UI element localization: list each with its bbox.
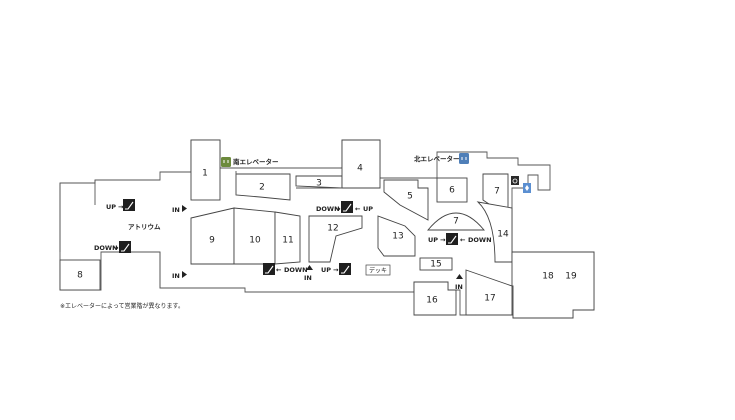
escalator-bottom-up[interactable]: UP → bbox=[321, 263, 351, 275]
shop-unit-8[interactable] bbox=[59, 259, 101, 291]
unit-number-1: 1 bbox=[202, 169, 208, 179]
escalator-icon bbox=[263, 263, 275, 275]
deck-label: デッキ bbox=[369, 267, 387, 275]
escalator-icon-glyph bbox=[341, 265, 350, 274]
unit-number-4: 4 bbox=[357, 164, 363, 174]
shop-unit-18-19[interactable] bbox=[511, 251, 595, 319]
arrow-right: → bbox=[335, 205, 341, 213]
wheelchair-icon[interactable] bbox=[511, 176, 519, 185]
unit-number-19: 19 bbox=[565, 272, 577, 282]
unit-number-6: 6 bbox=[449, 186, 455, 196]
escalator-atrium-down[interactable]: DOWN → bbox=[94, 241, 131, 253]
shop-unit-12[interactable] bbox=[308, 215, 363, 263]
entrance-west-upper[interactable]: IN bbox=[172, 205, 187, 214]
escalator-icon-glyph bbox=[121, 243, 130, 252]
escalator-down-text: DOWN bbox=[316, 205, 340, 213]
footnote: ※エレベーターによって営業階が異なります。 bbox=[60, 303, 184, 310]
escalator-icon bbox=[341, 201, 353, 213]
entrance-label: IN bbox=[172, 272, 180, 280]
unit-number-7-center: 7 bbox=[453, 217, 459, 227]
north-elevator[interactable]: 北エレベーター bbox=[414, 153, 469, 164]
entrance-arrow-icon bbox=[306, 265, 313, 270]
escalator-down-text: DOWN bbox=[468, 236, 492, 244]
escalator-icon bbox=[123, 199, 135, 211]
elevator-icon-glyph bbox=[223, 160, 229, 163]
corridor-line bbox=[159, 252, 245, 289]
elevator-icon bbox=[459, 153, 469, 164]
shop-unit-17[interactable] bbox=[465, 269, 513, 316]
escalator-atrium-up[interactable]: UP → bbox=[106, 199, 135, 211]
unit-number-11: 11 bbox=[282, 236, 293, 246]
arrow-right: → bbox=[118, 203, 124, 211]
south-elevator-label: 南エレベーター bbox=[233, 157, 279, 166]
unit-number-14: 14 bbox=[497, 230, 509, 240]
unit-number-2: 2 bbox=[259, 183, 265, 193]
shop-unit-7-center[interactable] bbox=[427, 212, 485, 231]
entrance-arrow-icon bbox=[456, 274, 463, 279]
escalator-up-text: UP bbox=[428, 236, 438, 244]
unit-number-3: 3 bbox=[316, 179, 322, 189]
unit-number-7-north: 7 bbox=[494, 187, 500, 197]
shop-unit-15[interactable] bbox=[419, 257, 453, 271]
entrance-arrow-icon bbox=[182, 271, 187, 278]
shop-unit-5[interactable] bbox=[383, 179, 429, 221]
entrance-label: IN bbox=[455, 283, 463, 291]
escalator-up-text: UP bbox=[321, 266, 331, 274]
unit-number-12: 12 bbox=[327, 224, 338, 234]
elevator-icon bbox=[221, 157, 231, 167]
unit-number-10: 10 bbox=[249, 236, 261, 246]
escalator-center-down-up[interactable]: DOWN → ← UP bbox=[316, 201, 373, 213]
unit-number-18: 18 bbox=[542, 272, 554, 282]
atrium-label: アトリウム bbox=[128, 223, 161, 231]
escalator-icon-glyph bbox=[448, 235, 457, 244]
unit-number-16: 16 bbox=[426, 296, 438, 306]
unit-number-9: 9 bbox=[209, 236, 215, 246]
entrance-label: IN bbox=[172, 206, 180, 214]
arrow-left: ← bbox=[276, 266, 282, 274]
shop-unit-16[interactable] bbox=[413, 281, 457, 316]
deck-box bbox=[365, 264, 391, 276]
shop-unit-13[interactable] bbox=[377, 215, 416, 257]
escalator-down-text: DOWN bbox=[94, 244, 118, 252]
wheelchair-icon-glyph bbox=[512, 178, 518, 184]
escalator-icon-glyph bbox=[343, 203, 352, 212]
shop-unit-11[interactable] bbox=[274, 211, 301, 265]
arrow-left: ← bbox=[355, 205, 361, 213]
escalator-up-text: UP bbox=[363, 205, 373, 213]
south-elevator[interactable]: 南エレベーター bbox=[221, 157, 279, 167]
entrance-label: IN bbox=[304, 274, 312, 282]
arrow-right: → bbox=[113, 244, 119, 252]
escalator-icon-glyph bbox=[125, 201, 134, 210]
unit-number-5: 5 bbox=[407, 192, 413, 202]
unit-number-13: 13 bbox=[392, 232, 403, 242]
shop-unit-14[interactable] bbox=[476, 201, 513, 263]
shop-unit-4[interactable] bbox=[341, 139, 381, 189]
escalator-icon bbox=[119, 241, 131, 253]
entrance-south-east[interactable]: IN bbox=[455, 274, 463, 291]
north-elevator-label: 北エレベーター bbox=[414, 154, 460, 163]
arrow-left: ← bbox=[460, 236, 466, 244]
unit-number-17: 17 bbox=[484, 294, 495, 304]
escalator-down-text: DOWN bbox=[284, 266, 308, 274]
shop-unit-1[interactable] bbox=[190, 139, 221, 201]
shop-unit-6[interactable] bbox=[436, 177, 468, 203]
elevator-icon-glyph bbox=[461, 157, 467, 160]
escalator-circle-up-down[interactable]: UP → ← DOWN bbox=[428, 233, 492, 245]
entrance-west-lower[interactable]: IN bbox=[172, 271, 187, 280]
nursing-room-icon-glyph bbox=[525, 185, 529, 191]
arrow-right: → bbox=[440, 236, 446, 244]
escalator-up-text: UP bbox=[106, 203, 116, 211]
entrance-arrow-icon bbox=[182, 205, 187, 212]
unit-number-15: 15 bbox=[430, 260, 441, 270]
escalator-icon bbox=[446, 233, 458, 245]
arrow-right: → bbox=[333, 266, 339, 274]
unit-number-8: 8 bbox=[77, 271, 83, 281]
escalator-icon bbox=[339, 263, 351, 275]
escalator-bottom-down[interactable]: ← DOWN bbox=[263, 263, 308, 275]
escalator-icon-glyph bbox=[265, 265, 274, 274]
entrance-south-center[interactable]: IN bbox=[304, 265, 313, 282]
